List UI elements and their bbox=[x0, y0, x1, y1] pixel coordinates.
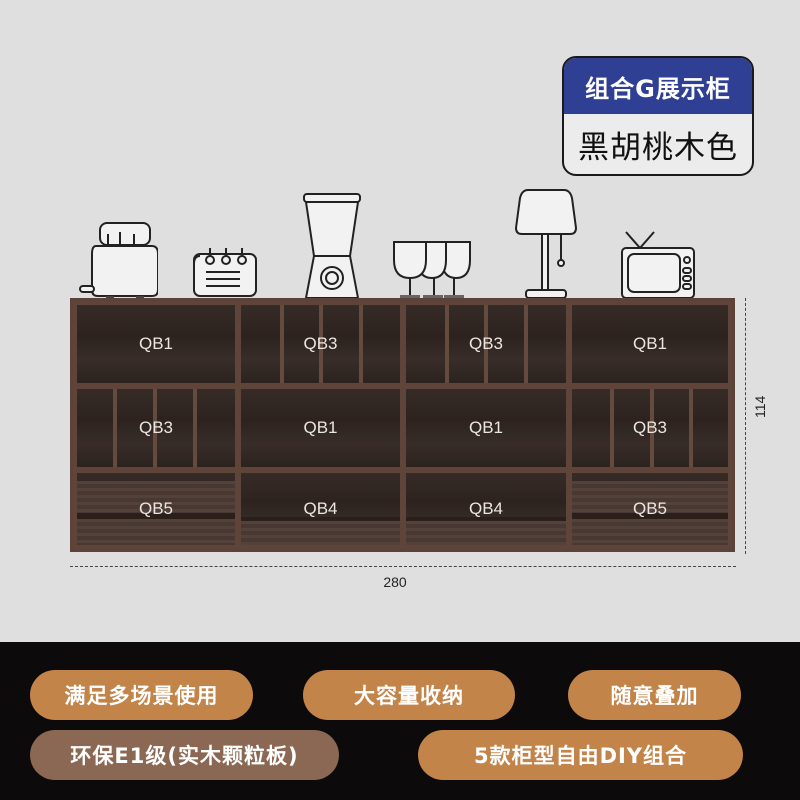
feature-pill: 随意叠加 bbox=[568, 670, 741, 720]
badge-title: 组合G展示柜 bbox=[564, 58, 752, 114]
drawer-front bbox=[406, 521, 566, 545]
module-label: QB5 bbox=[138, 499, 174, 518]
cabinet-module-qb1[interactable]: QB1 bbox=[402, 385, 570, 471]
width-dimension-label: 280 bbox=[383, 574, 407, 590]
retro-tv-icon bbox=[620, 230, 696, 300]
shelf-divider bbox=[319, 305, 323, 383]
shelf-divider bbox=[113, 389, 117, 467]
cabinet-module-qb1[interactable]: QB1 bbox=[73, 301, 239, 387]
shelf-divider bbox=[193, 389, 197, 467]
drawer-front bbox=[572, 481, 728, 513]
drawer-front bbox=[572, 519, 728, 545]
cabinet-module-qb3[interactable]: QB3 bbox=[568, 385, 732, 471]
title-badge: 组合G展示柜 黑胡桃木色 bbox=[562, 56, 754, 176]
drawer-gap bbox=[241, 517, 400, 521]
height-dimension-line bbox=[745, 298, 746, 554]
cabinet-assembly: QB1 QB3 QB3 QB1 QB3 QB1 QB1 bbox=[70, 298, 735, 552]
feature-label: 大容量收纳 bbox=[354, 684, 464, 708]
cabinet-module-qb5[interactable]: QB5 bbox=[568, 469, 732, 549]
cabinet-module-qb4[interactable]: QB4 bbox=[402, 469, 570, 549]
wine-glasses-icon bbox=[392, 240, 472, 300]
product-illustration-area: 组合G展示柜 黑胡桃木色 bbox=[70, 56, 768, 590]
cabinet-module-qb5[interactable]: QB5 bbox=[73, 469, 239, 549]
shelf-divider bbox=[610, 389, 614, 467]
module-label: QB4 bbox=[303, 499, 338, 518]
shelf-divider bbox=[650, 389, 654, 467]
shelf-divider bbox=[689, 389, 693, 467]
module-label: QB1 bbox=[468, 418, 504, 437]
drawer-gap bbox=[572, 513, 728, 519]
module-label: QB4 bbox=[468, 499, 504, 518]
drawer-front bbox=[77, 481, 235, 513]
blender-icon bbox=[302, 192, 362, 300]
drawer-gap bbox=[77, 513, 235, 519]
toaster-icon bbox=[78, 220, 158, 300]
module-label: QB1 bbox=[632, 334, 668, 353]
shelf-divider bbox=[445, 305, 449, 383]
drawer-gap bbox=[406, 517, 566, 521]
feature-label: 满足多场景使用 bbox=[64, 684, 219, 708]
height-dimension-label: 114 bbox=[752, 395, 768, 418]
width-dimension-line bbox=[70, 566, 736, 567]
shelf-divider bbox=[153, 389, 157, 467]
shelf-divider bbox=[524, 305, 528, 383]
module-label: QB3 bbox=[468, 334, 504, 353]
badge-color-name: 黑胡桃木色 bbox=[578, 129, 738, 166]
cabinet-module-qb4[interactable]: QB4 bbox=[237, 469, 404, 549]
module-label: QB3 bbox=[303, 334, 338, 353]
module-label: QB5 bbox=[632, 499, 668, 518]
table-lamp-icon bbox=[514, 188, 580, 300]
feature-label: 环保E1级(实木颗粒板) bbox=[70, 744, 299, 768]
feature-label: 随意叠加 bbox=[610, 684, 699, 708]
feature-label: 5款柜型自由DIY组合 bbox=[473, 744, 688, 768]
shelf-divider bbox=[359, 305, 363, 383]
module-label: QB3 bbox=[632, 418, 668, 437]
drawer-front bbox=[241, 521, 400, 545]
feature-pill: 满足多场景使用 bbox=[30, 670, 253, 720]
module-label: QB1 bbox=[303, 418, 338, 437]
shelf-divider bbox=[484, 305, 488, 383]
cabinet-module-qb3[interactable]: QB3 bbox=[73, 385, 239, 471]
feature-pill: 环保E1级(实木颗粒板) bbox=[30, 730, 339, 780]
feature-pill: 5款柜型自由DIY组合 bbox=[418, 730, 743, 780]
cabinet-module-qb1[interactable]: QB1 bbox=[568, 301, 732, 387]
feature-pill: 大容量收纳 bbox=[303, 670, 515, 720]
cabinet-module-qb1[interactable]: QB1 bbox=[237, 385, 404, 471]
shelf-divider bbox=[280, 305, 284, 383]
oven-icon bbox=[192, 244, 258, 300]
cabinet-module-qb3[interactable]: QB3 bbox=[402, 301, 570, 387]
module-label: QB1 bbox=[138, 334, 174, 353]
feature-band: 满足多场景使用 大容量收纳 随意叠加 环保E1级(实木颗粒板) 5款柜型自由DI… bbox=[0, 642, 800, 800]
drawer-front bbox=[77, 519, 235, 545]
cabinet-module-qb3[interactable]: QB3 bbox=[237, 301, 404, 387]
module-label: QB3 bbox=[138, 418, 174, 437]
